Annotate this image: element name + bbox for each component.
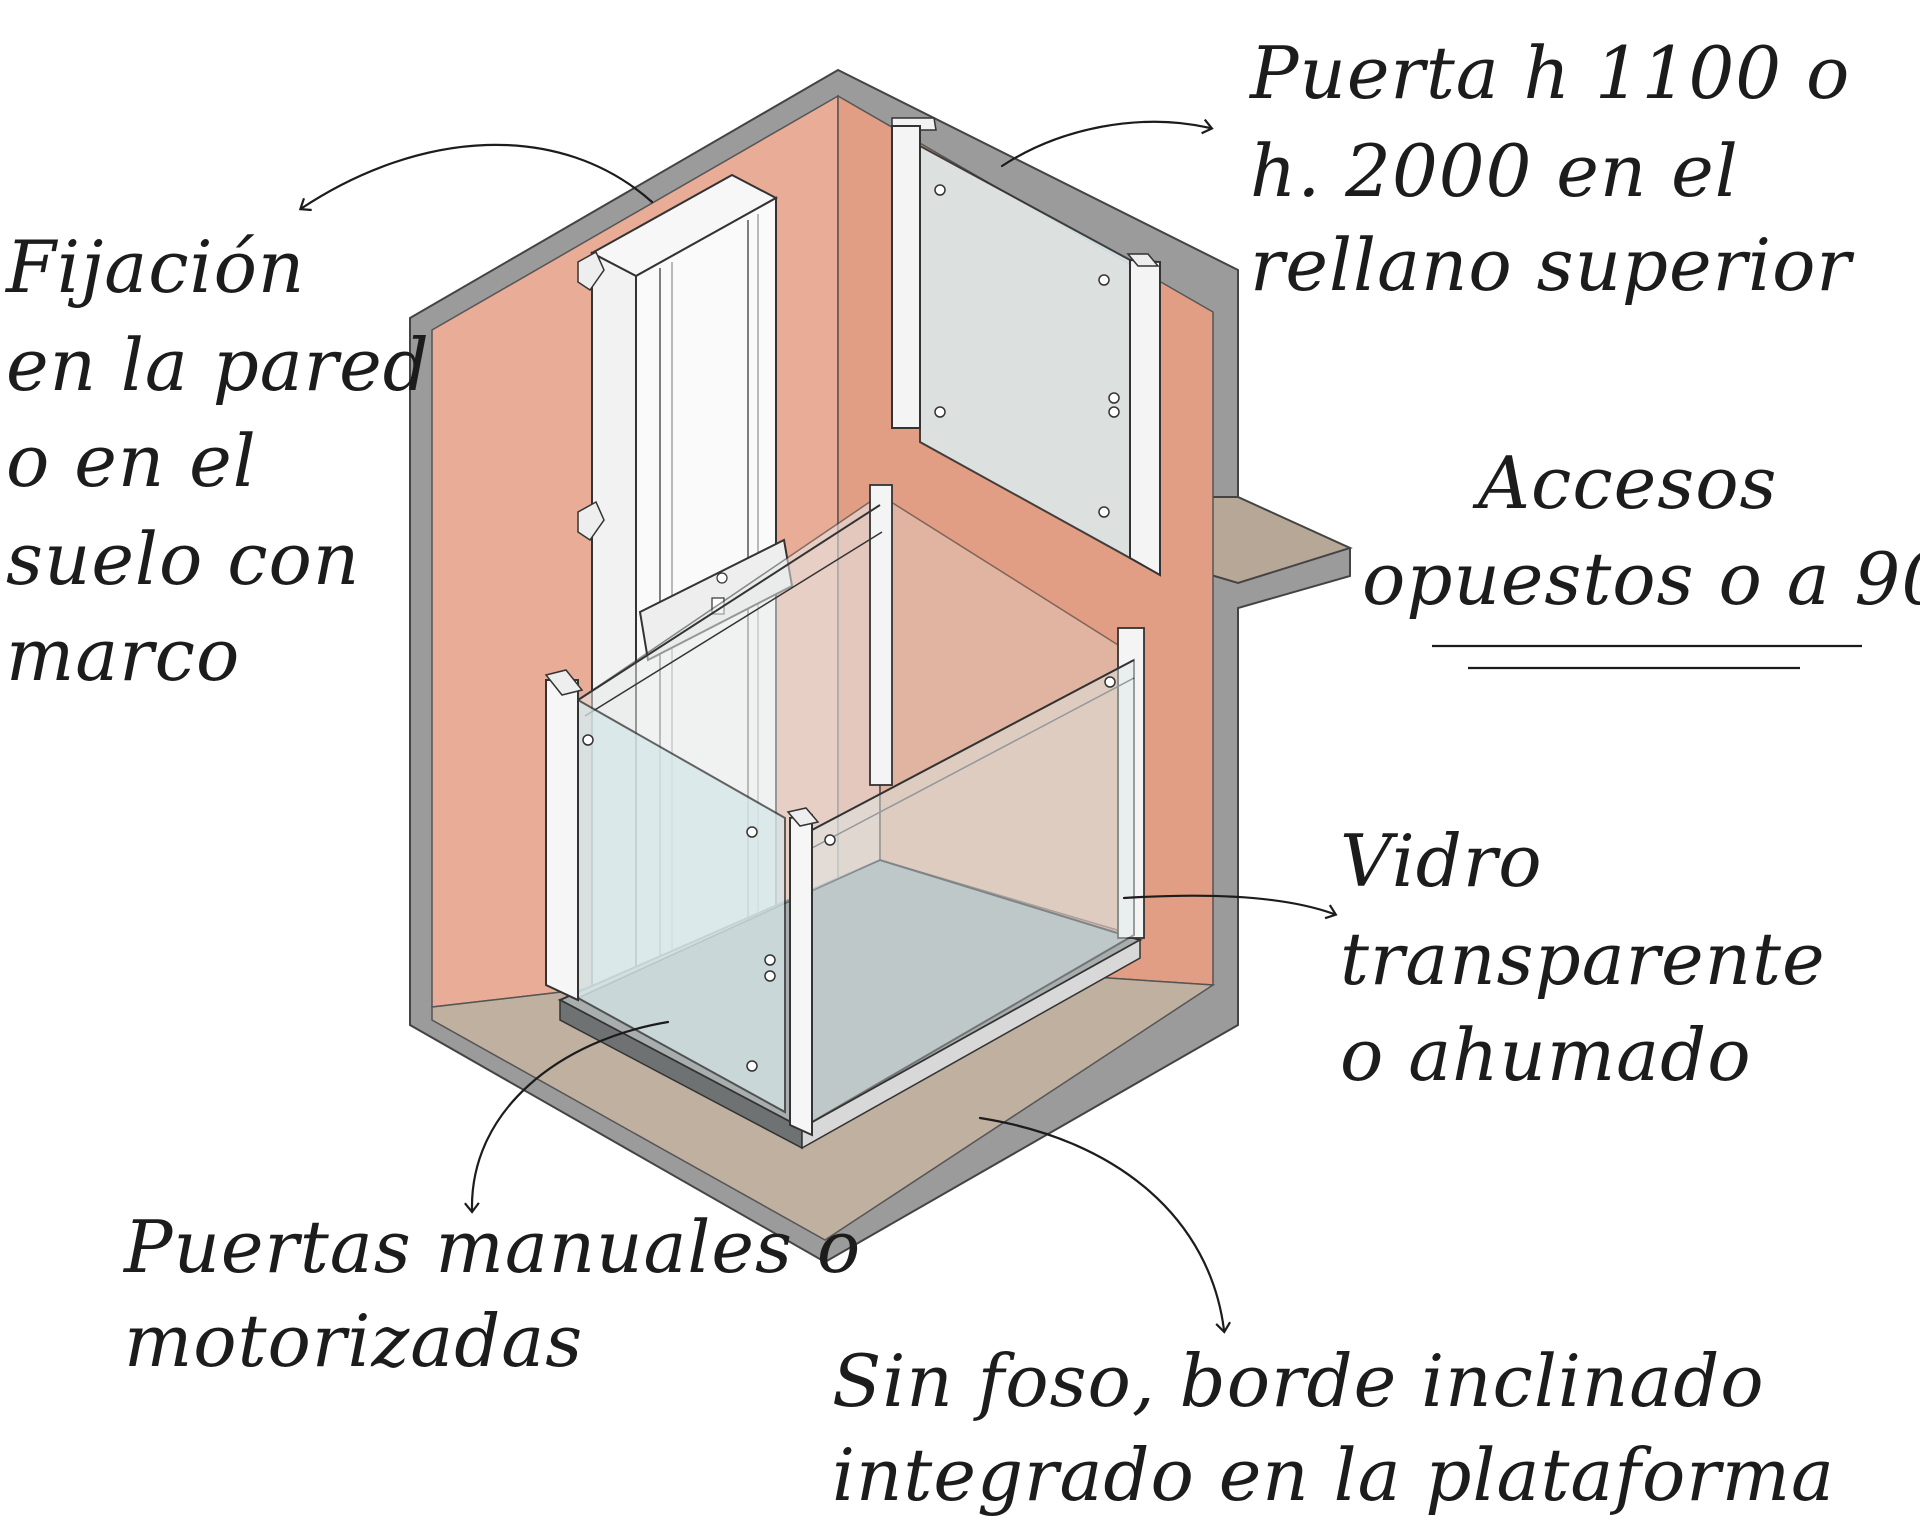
- label-door-line-3: rellano superior: [1250, 223, 1854, 307]
- label-pit-line-2: integrado en la plataforma: [832, 1433, 1835, 1517]
- upper-landing-door: [891, 117, 1161, 577]
- arrow-doors: [464, 1020, 670, 1214]
- label-fixing-line-3: o en el: [6, 419, 257, 503]
- annotation-access: Accesos opuestos o a 90°: [1362, 441, 1920, 670]
- label-access-line-2: opuestos o a 90°: [1362, 537, 1920, 621]
- label-fixing-line-1: Fijación: [4, 225, 305, 309]
- annotation-fixing: Fijación en la pared o en el suelo con m…: [4, 143, 654, 697]
- wall-bracket-icon: [577, 250, 605, 292]
- annotation-door-top: Puerta h 1100 o h. 2000 en el rellano su…: [1000, 31, 1854, 307]
- platform-cabin: [544, 484, 1145, 1150]
- label-fixing-line-5: marco: [6, 613, 240, 697]
- label-door-line-1: Puerta h 1100 o: [1248, 31, 1850, 115]
- label-door-line-2: h. 2000 en el: [1250, 129, 1739, 213]
- label-doors-line-2: motorizadas: [124, 1299, 583, 1383]
- arrow-fixing: [298, 143, 654, 212]
- label-fixing-line-4: suelo con: [6, 517, 360, 601]
- label-doors-line-1: Puertas manuales o: [122, 1205, 861, 1289]
- label-pit-line-1: Sin foso, borde inclinado: [832, 1339, 1765, 1423]
- annotation-doors: Puertas manuales o motorizadas: [122, 1020, 861, 1383]
- arrow-pit: [978, 1116, 1232, 1334]
- label-glass-line-3: o ahumado: [1340, 1013, 1752, 1097]
- label-glass-line-1: Vidro: [1340, 819, 1543, 903]
- annotation-glass: Vidro transparente o ahumado: [1122, 819, 1826, 1097]
- wall-bracket-icon: [577, 500, 605, 542]
- label-fixing-line-2: en la pared: [6, 323, 430, 407]
- annotation-pit: Sin foso, borde inclinado integrado en l…: [832, 1116, 1835, 1517]
- label-glass-line-2: transparente: [1340, 917, 1826, 1001]
- arrow-glass: [1122, 894, 1338, 920]
- arrow-door: [1000, 118, 1214, 168]
- label-access-line-1: Accesos: [1472, 441, 1778, 525]
